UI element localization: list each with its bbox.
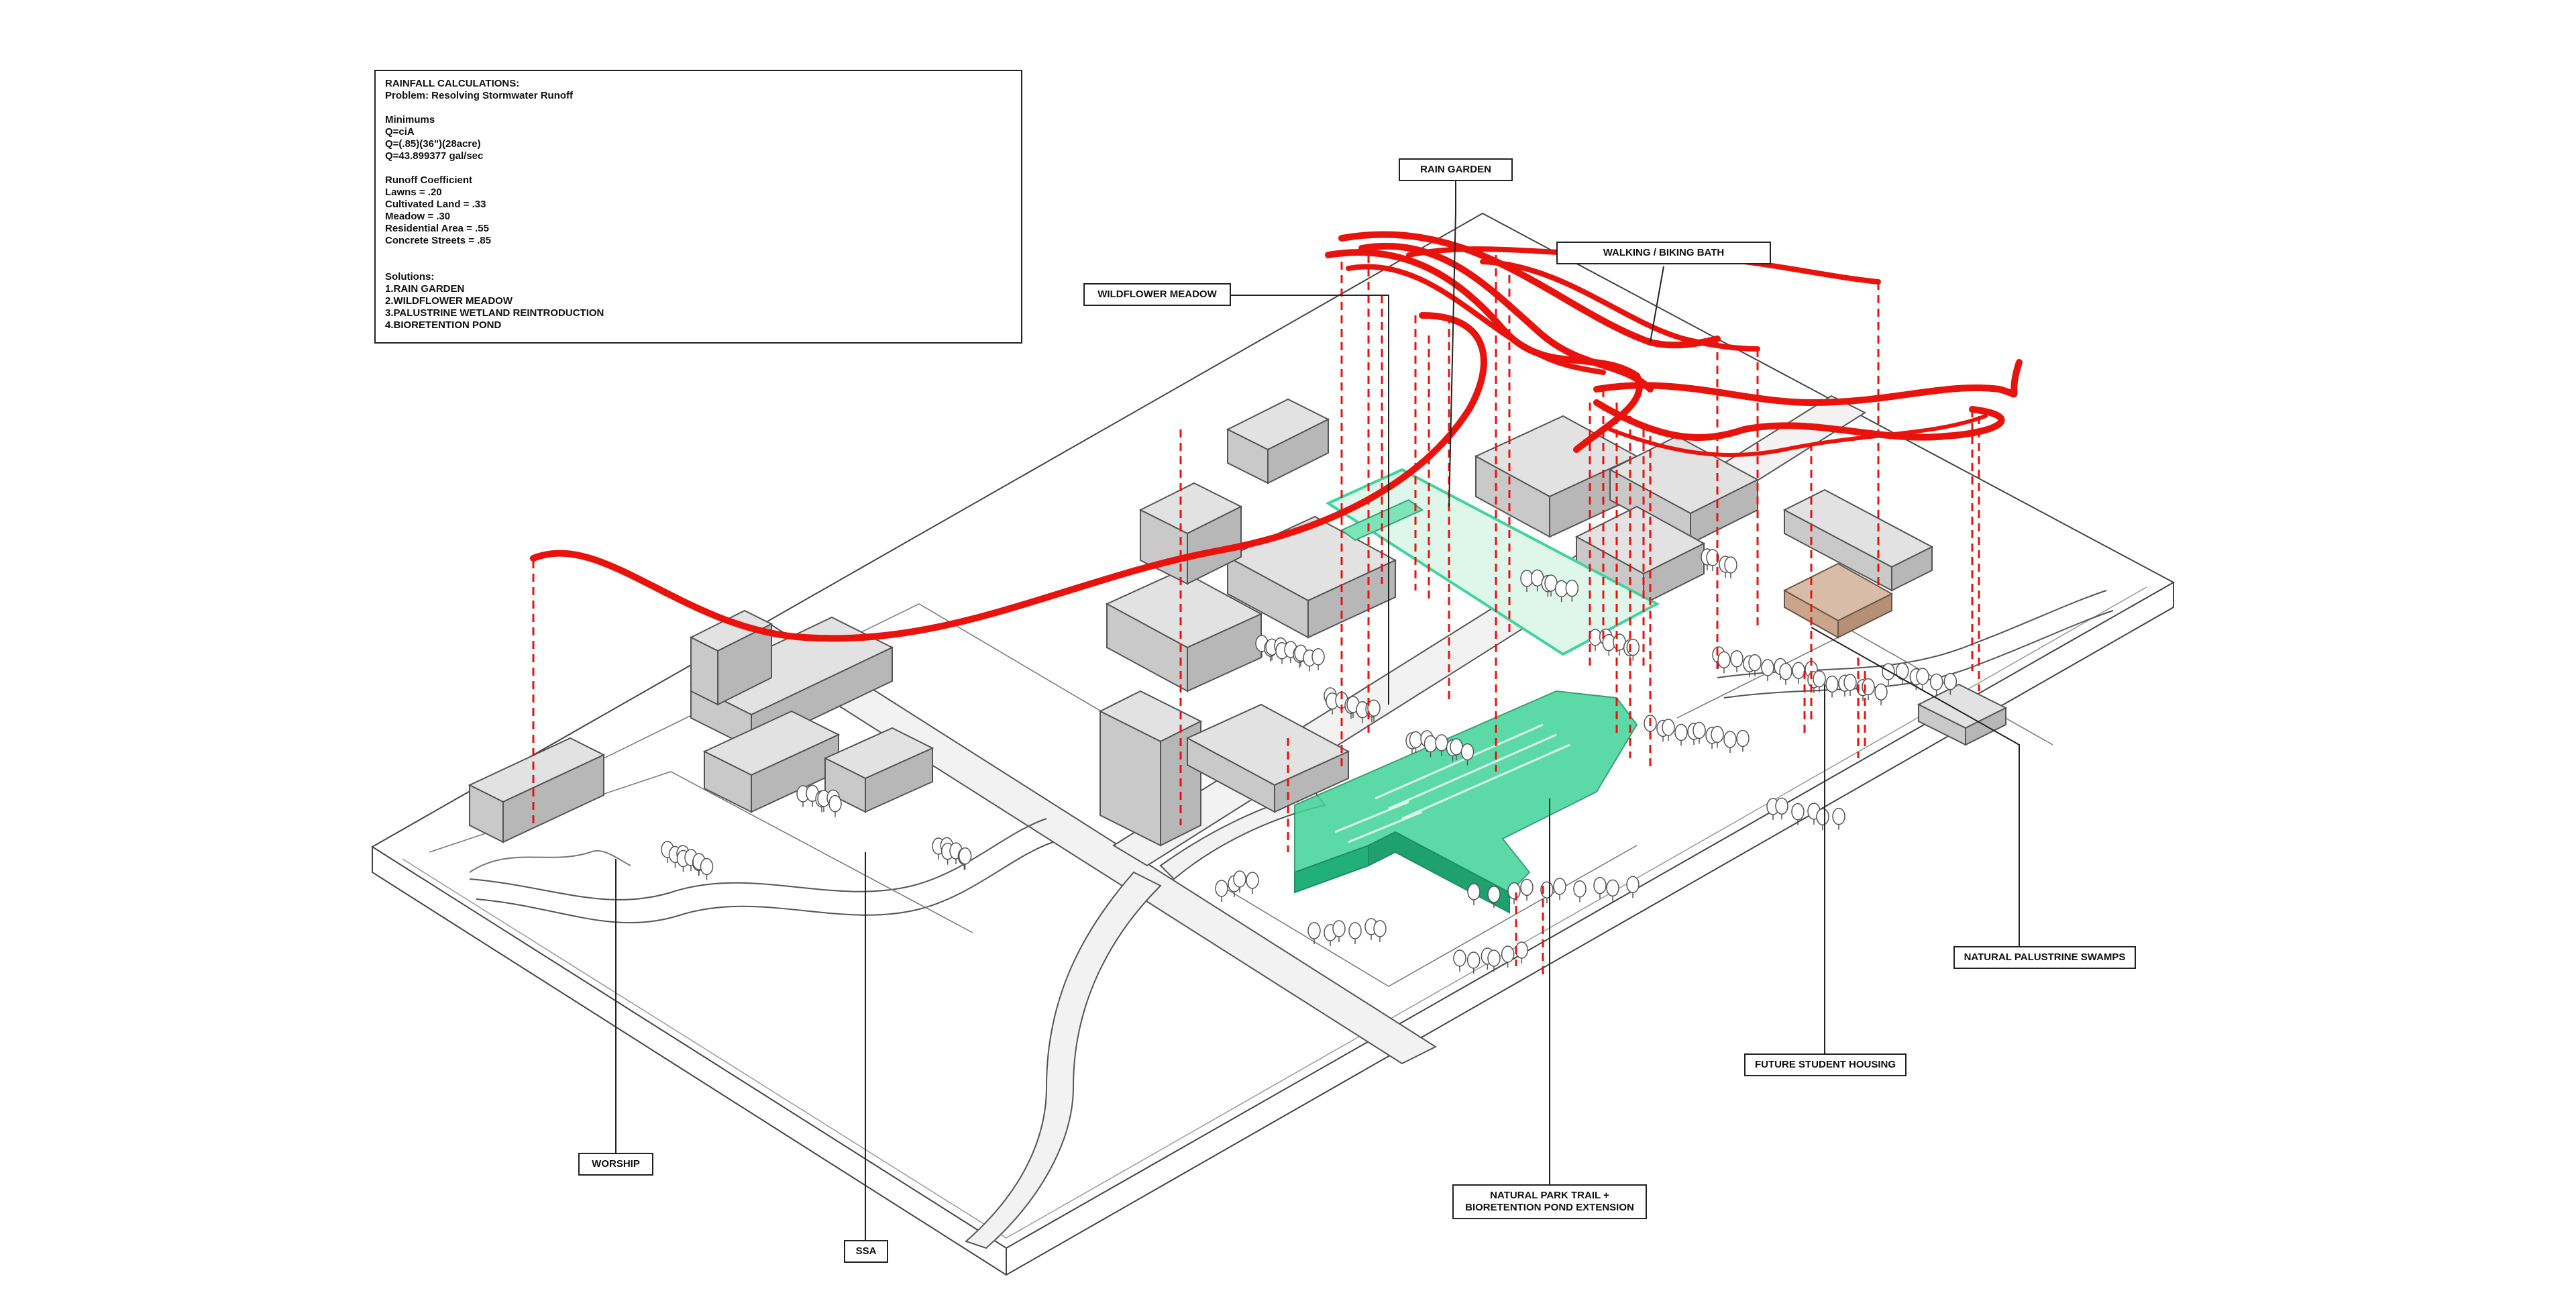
calc-minimums-heading: Minimums xyxy=(385,114,435,125)
tree xyxy=(1233,870,1246,888)
label-line: BIORETENTION POND EXTENSION xyxy=(1465,1202,1634,1213)
calc-formula: Q=(.85)(36")(28acre) xyxy=(385,138,481,150)
tree xyxy=(1332,920,1346,937)
tree xyxy=(1791,803,1805,821)
tree xyxy=(1573,880,1587,898)
label-wildflower-meadow: WILDFLOWER MEADOW xyxy=(1083,283,1231,306)
calc-formula: Q=ciA xyxy=(385,126,415,138)
tree xyxy=(1825,675,1839,693)
calc-solution: 2.WILDFLOWER MEADOW xyxy=(385,295,513,307)
future-student-housing-building xyxy=(1782,562,1894,639)
tree xyxy=(1467,883,1481,900)
tree xyxy=(1409,731,1423,749)
tree xyxy=(1662,719,1675,736)
calc-formula: Q=43.899377 gal/sec xyxy=(385,150,484,162)
building xyxy=(1105,569,1263,692)
tree xyxy=(1674,723,1688,741)
tree xyxy=(1723,731,1737,748)
calc-solution: 3.PALUSTRINE WETLAND REINTRODUCTION xyxy=(385,307,604,319)
tree xyxy=(1816,808,1829,826)
rainfall-calculations-panel: RAINFALL CALCULATIONS: Problem: Resolvin… xyxy=(374,70,1022,344)
tree xyxy=(1717,651,1731,669)
tree xyxy=(1693,721,1706,739)
label-natural-park-trail: NATURAL PARK TRAIL + BIORETENTION POND E… xyxy=(1452,1184,1647,1219)
leader-lines xyxy=(615,181,2020,1241)
tree xyxy=(1761,659,1774,676)
tree xyxy=(1507,882,1521,900)
building xyxy=(1098,690,1203,847)
calc-coefficient: Concrete Streets = .85 xyxy=(385,235,491,246)
calc-coefficient-heading: Runoff Coefficient xyxy=(385,174,472,186)
calc-solution: 4.BIORETENTION POND xyxy=(385,319,502,331)
tree xyxy=(1943,672,1957,690)
building xyxy=(823,727,934,813)
label-future-student-housing: FUTURE STUDENT HOUSING xyxy=(1744,1053,1907,1076)
tree xyxy=(1874,683,1888,701)
building xyxy=(689,609,773,706)
calc-coefficient: Meadow = .30 xyxy=(385,211,451,222)
tree xyxy=(1520,878,1534,896)
tree xyxy=(1748,654,1762,672)
calc-title: RAINFALL CALCULATIONS: xyxy=(385,78,520,89)
calc-coefficient: Residential Area = .55 xyxy=(385,223,489,234)
tree xyxy=(1515,941,1529,959)
tree xyxy=(1460,743,1474,761)
tree xyxy=(1832,807,1845,825)
tree xyxy=(828,794,842,813)
tree xyxy=(1367,699,1381,717)
tree xyxy=(1730,650,1743,668)
calc-solutions-heading: Solutions: xyxy=(385,271,435,282)
label-ssa: SSA xyxy=(844,1240,888,1263)
building xyxy=(1185,703,1350,813)
river-channel xyxy=(469,590,2114,924)
tree xyxy=(1916,668,1929,685)
tree xyxy=(1736,729,1750,747)
calc-coefficient: Cultivated Land = .33 xyxy=(385,199,486,210)
label-line: NATURAL PARK TRAIL + xyxy=(1490,1190,1609,1201)
tree xyxy=(1626,876,1640,893)
tree xyxy=(1593,876,1607,894)
building xyxy=(468,737,606,843)
calc-problem: Problem: Resolving Stormwater Runoff xyxy=(385,90,574,101)
tree xyxy=(1487,949,1501,967)
tree xyxy=(1487,886,1501,903)
label-natural-palustrine-swamps: NATURAL PALUSTRINE SWAMPS xyxy=(1953,946,2136,969)
tree xyxy=(1215,880,1228,897)
label-worship: WORSHIP xyxy=(578,1153,653,1176)
tree xyxy=(1711,725,1724,743)
tree xyxy=(1775,797,1788,815)
tree xyxy=(1843,674,1857,691)
tree xyxy=(1553,878,1566,895)
tree xyxy=(1453,949,1466,967)
tree xyxy=(1792,662,1805,679)
building xyxy=(702,710,841,813)
tree xyxy=(1373,920,1387,937)
tree xyxy=(1435,734,1448,752)
runoff-drop-lines xyxy=(532,255,1980,980)
tree xyxy=(1724,556,1737,574)
tree xyxy=(1626,638,1640,656)
tree xyxy=(1348,922,1362,939)
tree xyxy=(1501,945,1515,963)
tree xyxy=(1813,670,1826,688)
rain-garden-area xyxy=(1325,468,1660,656)
label-rain-garden: RAIN GARDEN xyxy=(1399,158,1513,181)
tree xyxy=(958,847,972,865)
tree xyxy=(1246,872,1259,889)
tree xyxy=(1929,673,1943,691)
tree xyxy=(1565,579,1579,597)
tree xyxy=(1450,738,1463,756)
calc-solution: 1.RAIN GARDEN xyxy=(385,283,465,295)
tree xyxy=(1311,648,1325,666)
tree xyxy=(1779,663,1792,680)
building xyxy=(1226,398,1330,484)
calc-coefficient: Lawns = .20 xyxy=(385,187,442,198)
tree xyxy=(1606,879,1619,897)
tree xyxy=(1424,735,1438,753)
tree xyxy=(1307,922,1321,939)
label-walking-biking-bath: WALKING / BIKING BATH xyxy=(1556,242,1771,264)
tree xyxy=(700,858,714,876)
tree xyxy=(1466,951,1481,969)
